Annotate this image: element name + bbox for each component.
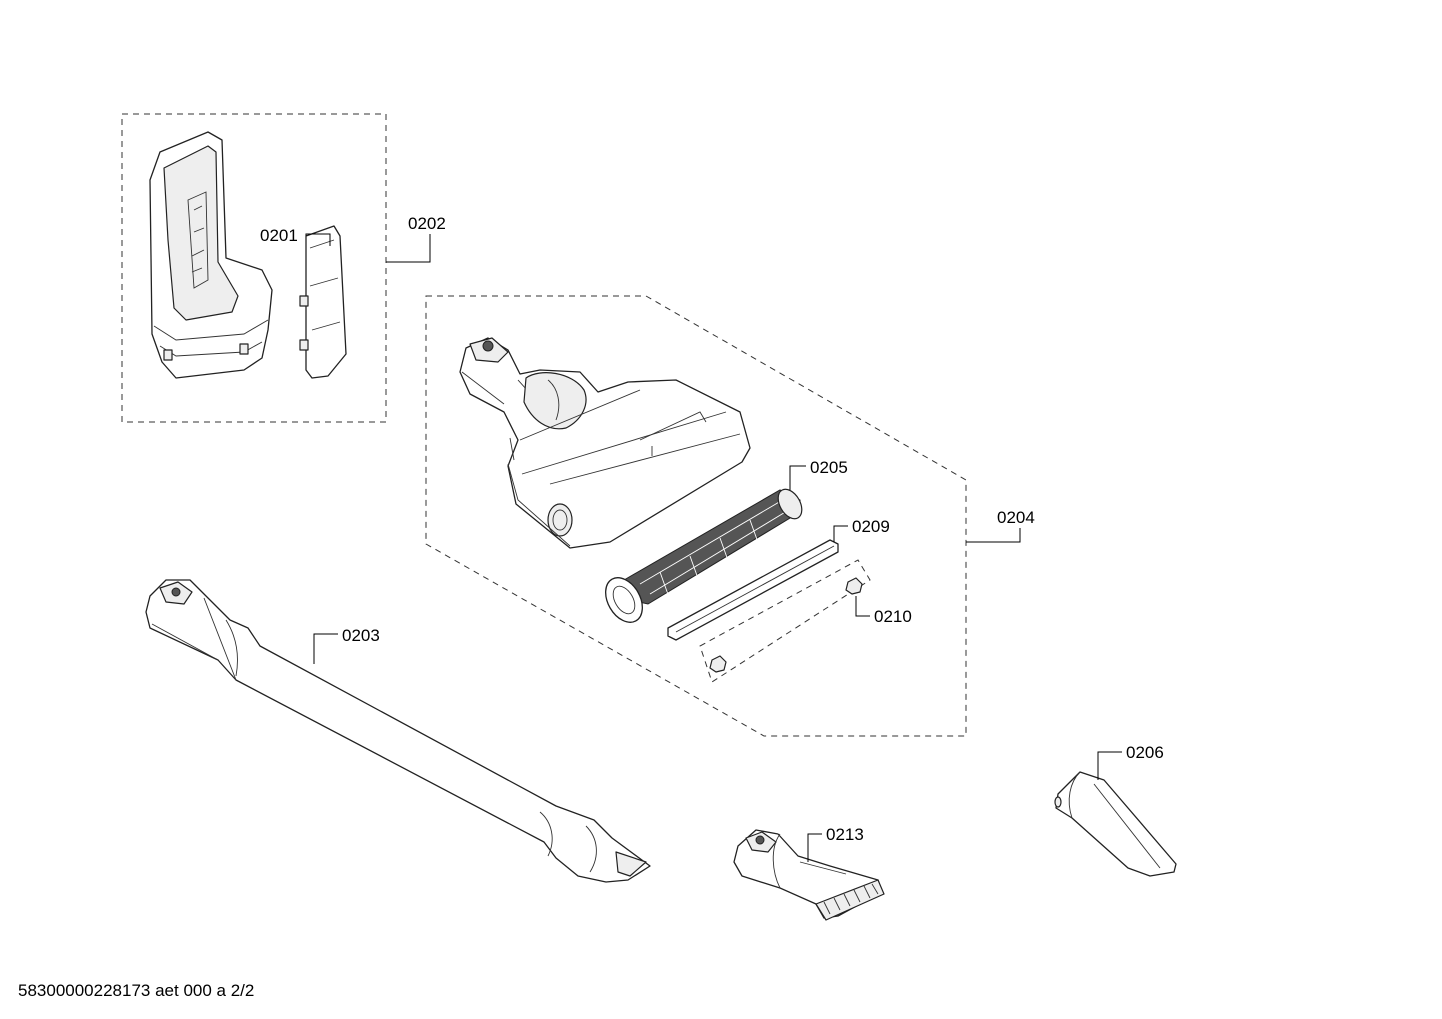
leader-0209 [833,525,848,542]
label-0202: 0202 [408,214,446,233]
label-0203: 0203 [342,626,380,645]
leader-0205 [789,465,806,490]
crevice-tool-part [1054,771,1177,877]
label-0213: 0213 [826,825,864,844]
battery-cover-part [299,225,347,379]
battery-holder-part [149,131,273,379]
leader-0202 [386,234,431,263]
sealing-strip-part [667,539,839,641]
group-box-0210 [699,559,871,683]
leader-0201 [305,233,331,246]
label-0204: 0204 [997,508,1035,527]
label-0209: 0209 [852,517,890,536]
floor-nozzle-part [459,337,751,549]
extension-tube-part [145,579,651,883]
upholstery-brush-part [733,829,885,921]
leader-0206 [1097,751,1122,780]
group-box-0204 [425,295,967,737]
leader-0210 [855,596,870,617]
label-0210: 0210 [874,607,912,626]
leader-0204 [966,528,1021,543]
group-box-0202 [121,113,387,423]
bearing-part [709,577,863,673]
leader-0213 [807,833,822,862]
label-0205: 0205 [810,458,848,477]
label-0201: 0201 [260,226,298,245]
leader-0203 [313,633,338,664]
document-number: 58300000228173 aet 000 a 2/2 [18,981,255,1000]
brush-roll-part [605,488,803,623]
label-0206: 0206 [1126,743,1164,762]
